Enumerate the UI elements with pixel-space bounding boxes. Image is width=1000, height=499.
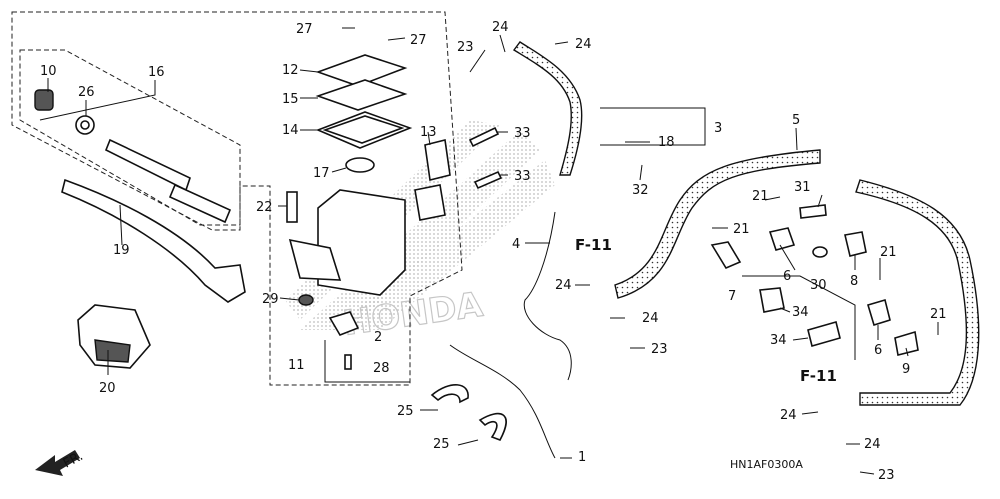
- part-label-3: 3: [714, 121, 722, 136]
- part-label-33b: 33: [514, 169, 531, 184]
- part-label-21d: 21: [930, 307, 947, 322]
- section-ref-f11-lower: F-11: [800, 367, 837, 385]
- part-label-28: 28: [373, 361, 390, 376]
- part-label-4: 4: [512, 237, 520, 252]
- part-label-1: 1: [578, 450, 586, 465]
- part-label-10: 10: [40, 64, 57, 79]
- handlebar-clamp: [414, 126, 503, 221]
- part-label-8: 8: [850, 274, 858, 289]
- direction-label: FR.: [61, 449, 86, 472]
- part-label-23c: 23: [878, 468, 895, 483]
- part-label-6b: 6: [874, 343, 882, 358]
- part-label-2: 2: [374, 330, 382, 345]
- part-label-24d: 24: [642, 311, 659, 326]
- part-label-20: 20: [99, 381, 116, 396]
- brake-hose-4: [523, 211, 572, 381]
- part-label-23b: 23: [651, 342, 668, 357]
- brake-hose-5-right: [855, 179, 980, 406]
- part-label-34a: 34: [792, 305, 809, 320]
- front-direction-arrow: FR.: [35, 449, 86, 476]
- hose-clips: [710, 204, 919, 356]
- brake-hose-5: [614, 149, 821, 299]
- part-label-33a: 33: [514, 126, 531, 141]
- part-label-24c: 24: [555, 278, 572, 293]
- part-label-9: 9: [902, 362, 910, 377]
- brake-hose-3: [512, 41, 583, 176]
- part-label-34b: 34: [770, 333, 787, 348]
- part-label-32: 32: [632, 183, 649, 198]
- reservoir-cap-stack: [315, 54, 413, 173]
- switch-wire: [449, 344, 556, 459]
- part-label-25b: 25: [433, 437, 450, 452]
- part-label-25a: 25: [397, 404, 414, 419]
- part-label-24f: 24: [864, 437, 881, 452]
- part-label-22: 22: [256, 200, 273, 215]
- part-label-23a: 23: [457, 40, 474, 55]
- part-label-21a: 21: [752, 189, 769, 204]
- brake-switch: [77, 304, 151, 369]
- part-label-16: 16: [148, 65, 165, 80]
- part-label-19: 19: [113, 243, 130, 258]
- part-label-29: 29: [262, 292, 279, 307]
- section-ref-f11-upper: F-11: [575, 236, 612, 254]
- brake-lever: [61, 178, 246, 303]
- diagram-code: HN1AF0300A: [730, 458, 803, 471]
- part-label-21b: 21: [733, 222, 750, 237]
- part-label-24a: 24: [492, 20, 509, 35]
- master-cylinder-body: [286, 189, 406, 370]
- part-label-13: 13: [420, 125, 437, 140]
- part-label-17: 17: [313, 166, 330, 181]
- part-label-30: 30: [810, 278, 827, 293]
- part-label-12: 12: [282, 63, 299, 78]
- leader-lines: [39, 27, 939, 475]
- part-label-6a: 6: [783, 269, 791, 284]
- part-label-11: 11: [288, 358, 305, 373]
- part-label-26: 26: [78, 85, 95, 100]
- part-label-24e: 24: [780, 408, 797, 423]
- part-label-7: 7: [728, 289, 736, 304]
- part-label-18: 18: [658, 135, 675, 150]
- assembly-outline: [11, 11, 463, 386]
- part-label-14: 14: [282, 123, 299, 138]
- part-label-27b: 27: [410, 33, 427, 48]
- part-label-27a: 27: [296, 22, 313, 37]
- part-label-15: 15: [282, 92, 299, 107]
- part-label-5: 5: [792, 113, 800, 128]
- part-labels: 1 2 3 4 5 6 6 7 8 9 10 11 12 13 14 15 16…: [40, 20, 947, 483]
- part-label-21c: 21: [880, 245, 897, 260]
- part-label-31: 31: [794, 180, 811, 195]
- wire-bands: [430, 384, 507, 441]
- part-label-24b: 24: [575, 37, 592, 52]
- master-cylinder-internals: [34, 89, 232, 224]
